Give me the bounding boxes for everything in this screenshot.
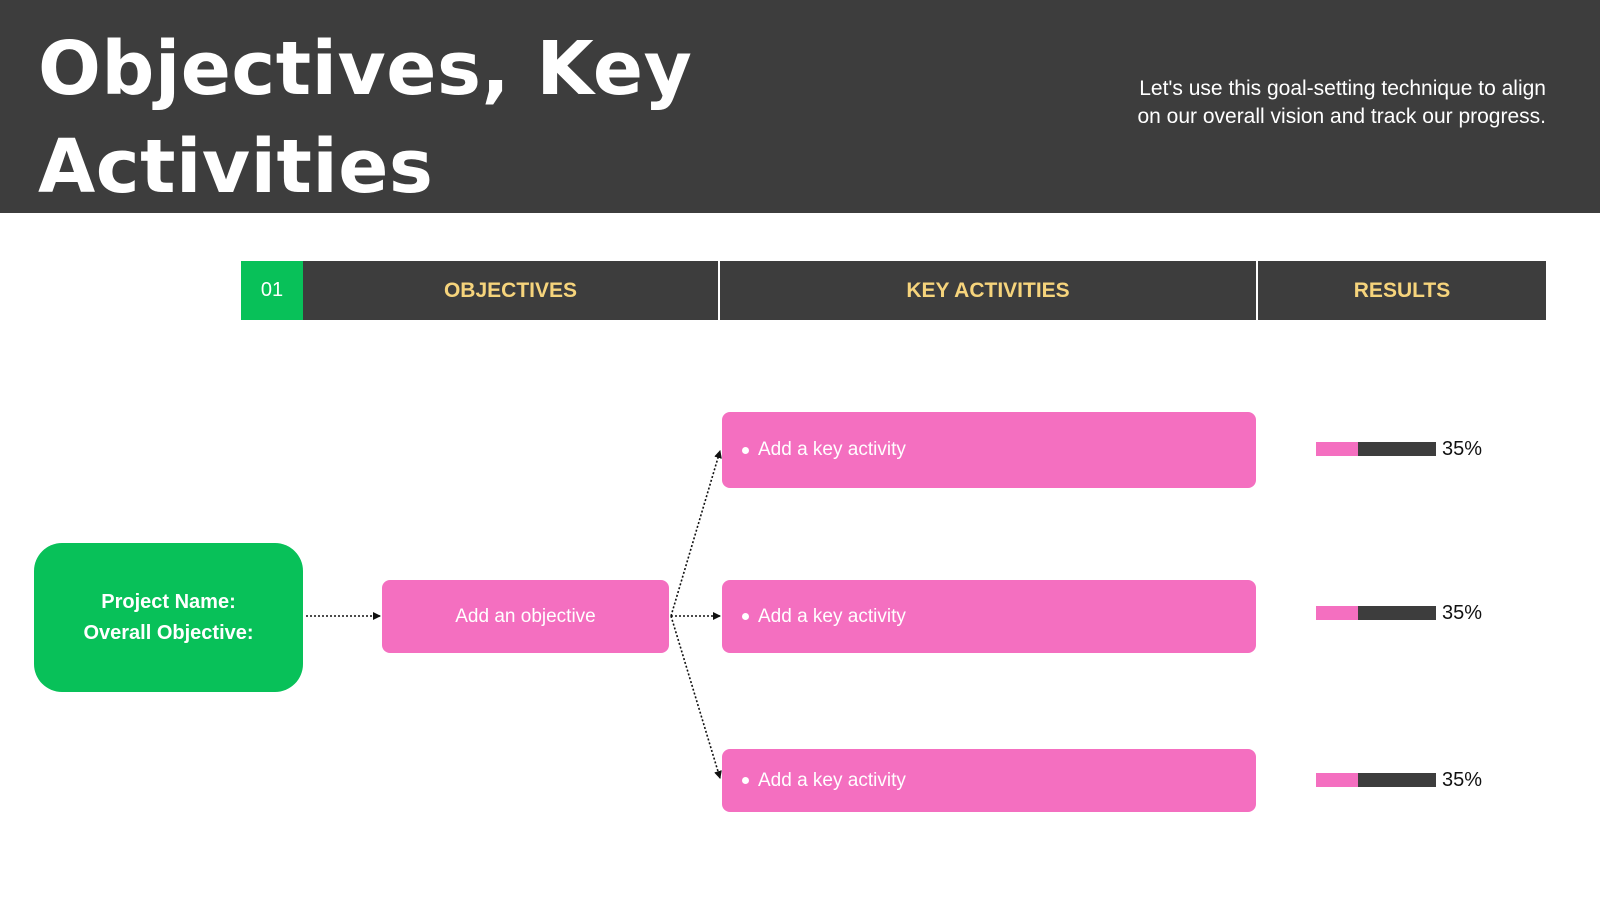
page-subtitle: Let's use this goal-setting technique to… xyxy=(1060,75,1546,131)
column-header-key-activities: KEY ACTIVITIES xyxy=(718,261,1256,320)
progress-fill xyxy=(1316,606,1358,620)
bullet-icon xyxy=(742,777,749,784)
progress-bar xyxy=(1316,606,1436,620)
title-line-1: Objectives, Key Activities xyxy=(38,26,693,210)
bullet-icon xyxy=(742,446,749,454)
progress-fill xyxy=(1316,442,1358,456)
key-activity-label: Add a key activity xyxy=(758,605,906,627)
objective-label: Add an objective xyxy=(455,605,596,627)
result-percentage: 35% xyxy=(1442,768,1483,791)
progress-fill xyxy=(1316,773,1358,787)
key-activity-3[interactable]: Add a key activity xyxy=(722,749,1256,812)
project-box[interactable]: Project Name: Overall Objective: xyxy=(34,543,303,692)
result-3: 35% xyxy=(1316,769,1482,791)
key-activity-label: Add a key activity xyxy=(758,439,906,460)
project-name-label: Project Name: xyxy=(101,590,236,613)
column-header-objectives: OBJECTIVES xyxy=(303,261,718,320)
result-2: 35% xyxy=(1316,602,1482,624)
overall-objective-label: Overall Objective: xyxy=(83,621,254,644)
objective-box[interactable]: Add an objective xyxy=(382,580,669,653)
header-banner: Objectives, Key Activities and Results (… xyxy=(0,0,1600,308)
bullet-icon xyxy=(742,613,749,620)
section-number: 01 xyxy=(241,261,303,320)
connector-objective-to-activity-3 xyxy=(670,615,722,779)
key-activity-1[interactable]: Add a key activity xyxy=(722,412,1256,488)
result-percentage: 35% xyxy=(1442,601,1483,624)
column-header-results: RESULTS xyxy=(1256,261,1546,320)
connector-objective-to-activity-1 xyxy=(670,450,722,617)
key-activity-label: Add a key activity xyxy=(758,769,906,791)
progress-bar xyxy=(1316,773,1436,787)
key-activity-2[interactable]: Add a key activity xyxy=(722,580,1256,653)
result-percentage: 35% xyxy=(1442,437,1483,460)
result-1: 35% xyxy=(1316,438,1482,460)
progress-bar xyxy=(1316,442,1436,456)
subtitle-line-2: on our overall vision and track our prog… xyxy=(1137,105,1546,128)
table-header: 01 OBJECTIVES KEY ACTIVITIES RESULTS xyxy=(241,261,1546,320)
subtitle-line-1: Let's use this goal-setting technique to… xyxy=(1139,77,1546,100)
